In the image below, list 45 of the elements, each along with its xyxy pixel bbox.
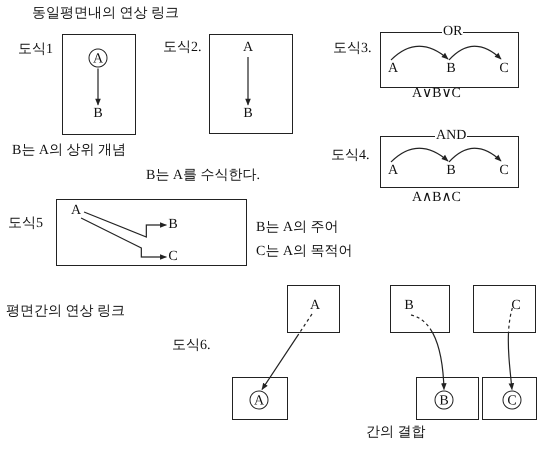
arrow bbox=[410, 314, 446, 390]
circled-letter: C bbox=[502, 390, 522, 410]
letter-label: C bbox=[499, 61, 509, 77]
letter-label: A bbox=[310, 298, 320, 314]
letter-label: B bbox=[243, 106, 253, 122]
circled-letter: B bbox=[434, 390, 454, 410]
figure-label: 도식1 bbox=[18, 42, 53, 58]
letter-label: B bbox=[404, 298, 414, 314]
figure-label: 도식3. bbox=[333, 41, 372, 57]
figure-label: 도식5 bbox=[8, 216, 43, 232]
section-heading: 간의 결합 bbox=[366, 425, 426, 441]
node-label: C는 A의 목적어 bbox=[256, 244, 352, 260]
letter-label: A bbox=[70, 203, 82, 219]
circled-letter: A bbox=[250, 390, 268, 410]
letter-label: A bbox=[388, 61, 398, 77]
arrow bbox=[262, 314, 312, 390]
letter-label: A bbox=[242, 40, 254, 56]
letter-label: B bbox=[446, 163, 456, 179]
section-heading: 평면간의 연상 링크 bbox=[6, 304, 125, 320]
node-label: B는 A의 상위 개념 bbox=[12, 143, 126, 159]
arrow bbox=[80, 217, 168, 260]
letter-label: B bbox=[446, 61, 456, 77]
letter-label: C bbox=[499, 163, 509, 179]
arrow bbox=[448, 46, 502, 60]
node-label: A∨B∨C bbox=[412, 86, 461, 102]
figure-label: 도식6. bbox=[172, 338, 210, 354]
arrow bbox=[245, 57, 251, 106]
node-label: B는 A를 수식한다. bbox=[146, 168, 260, 184]
arrow bbox=[390, 148, 449, 162]
figure-label: 도식2. bbox=[163, 40, 202, 56]
letter-label: B bbox=[168, 217, 178, 233]
arrow bbox=[390, 46, 449, 60]
node-label: A∧B∧C bbox=[412, 190, 461, 206]
letter-label: A bbox=[388, 163, 398, 179]
node-label: B는 A의 주어 bbox=[256, 220, 338, 236]
letter-label: B bbox=[93, 106, 103, 122]
arrow bbox=[448, 148, 502, 162]
letter-label: C bbox=[511, 298, 521, 314]
arrow bbox=[508, 308, 514, 390]
title: 동일평면내의 연상 링크 bbox=[32, 6, 179, 22]
arrow bbox=[84, 211, 168, 238]
arrow bbox=[95, 68, 101, 106]
figure-label: 도식4. bbox=[331, 148, 370, 164]
circled-letter: A bbox=[88, 48, 108, 68]
letter-label: C bbox=[168, 249, 178, 265]
